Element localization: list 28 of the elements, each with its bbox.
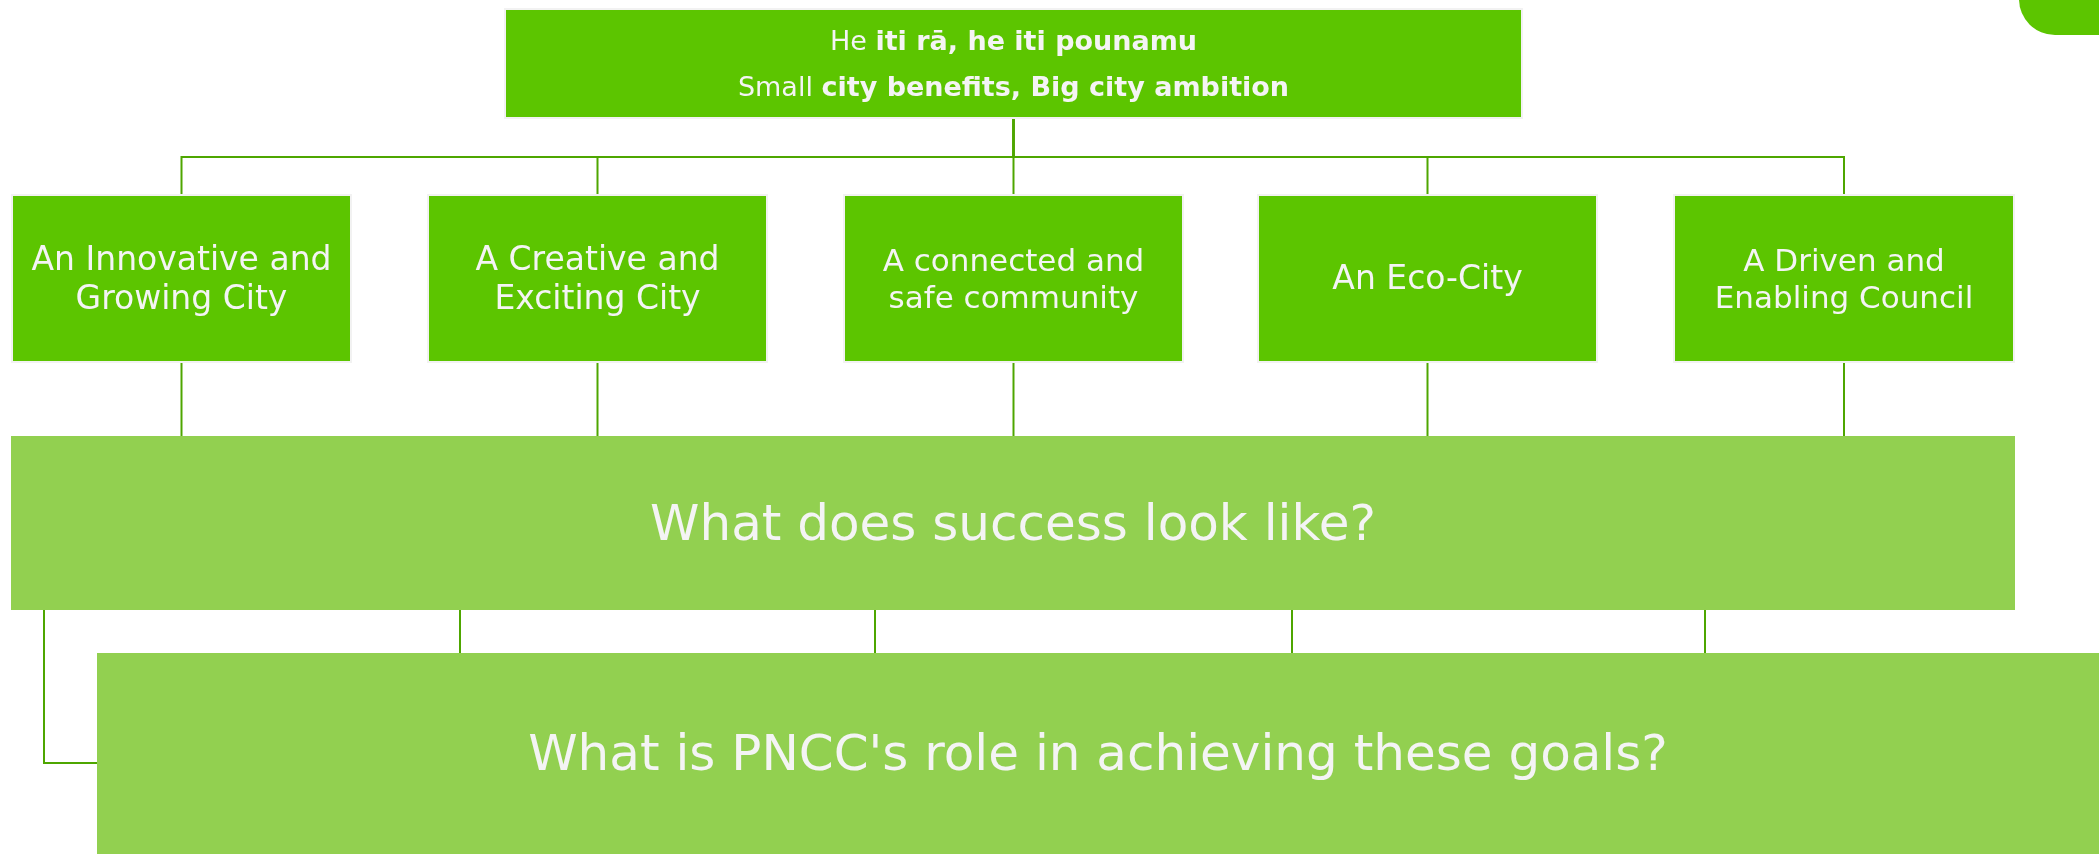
connector-line <box>874 609 876 654</box>
connector-line <box>1843 362 1845 437</box>
box-text: What is PNCC's role in achieving these goals? <box>528 724 1668 783</box>
goal-box <box>427 194 768 363</box>
box-text: A Creative and Exciting City <box>474 239 721 318</box>
connector-line <box>180 362 183 437</box>
box-text: An Innovative and Growing City <box>30 239 333 318</box>
question-banner <box>11 436 2015 610</box>
goal-box <box>1673 194 2015 363</box>
connector-line <box>1012 118 1845 195</box>
connector-line <box>1012 362 1015 437</box>
box-text: He iti rā, he iti pounamu <box>829 24 1198 57</box>
goal-box <box>1257 194 1598 363</box>
box-text: An Eco-City <box>1332 259 1523 298</box>
connector-line <box>1291 609 1293 654</box>
connector-line <box>1704 609 1706 654</box>
goal-box <box>11 194 352 363</box>
goal-box <box>504 8 1523 119</box>
box-text: A connected and safe community <box>881 241 1146 316</box>
box-text: Small city benefits, Big city ambition <box>737 70 1290 103</box>
connector-line <box>596 362 599 437</box>
box-text: What does success look like? <box>650 493 1376 553</box>
goal-box <box>843 194 1184 363</box>
question-banner <box>97 653 2099 854</box>
connector-line <box>459 609 461 654</box>
box-text: A Driven and Enabling Council <box>1713 241 1975 316</box>
connector-line <box>1426 362 1429 437</box>
connector-line <box>43 609 98 764</box>
